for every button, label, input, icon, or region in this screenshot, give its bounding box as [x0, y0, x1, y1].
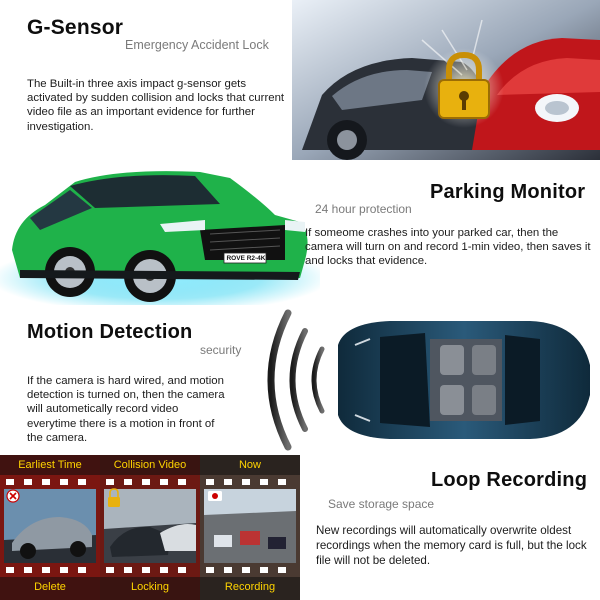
film-label-now: Now: [238, 459, 261, 471]
parking-subtitle: 24 hour protection: [315, 202, 412, 216]
parking-description: If someome crashes into your parked car,…: [305, 227, 591, 268]
parking-title: Parking Monitor: [430, 181, 586, 203]
record-icon: [208, 491, 222, 501]
gsensor-description: The Built-in three axis impact g-sensor …: [27, 78, 285, 133]
gsensor-title: G-Sensor: [27, 16, 124, 39]
gsensor-subtitle: Emergency Accident Lock: [125, 38, 269, 52]
car-crash-image: [292, 0, 600, 160]
motion-title: Motion Detection: [27, 321, 193, 343]
film-label-collision-video: Collision Video: [113, 459, 187, 471]
filmstrip-image: [0, 455, 300, 600]
motion-subtitle: security: [200, 343, 242, 357]
top-view-car-image: [267, 309, 590, 451]
motion-section: Motion Detection security If the camera …: [0, 305, 600, 455]
motion-description: If the camera is hard wired, and motion …: [27, 375, 225, 444]
parking-section: ROVE R2-4K Parking Monitor 24 hour prote…: [0, 160, 600, 305]
loop-section: Earliest Time Collision Video Now Delete…: [0, 455, 600, 600]
film-label-delete: Delete: [34, 581, 66, 593]
green-suv-image: [0, 171, 320, 305]
loop-title: Loop Recording: [431, 469, 588, 491]
loop-subtitle: Save storage space: [328, 497, 435, 511]
loop-description: New recordings will automatically overwr…: [316, 524, 587, 567]
motion-waves-icon: [267, 309, 325, 451]
film-label-recording: Recording: [224, 581, 276, 593]
license-plate: ROVE R2-4K: [226, 255, 266, 262]
delete-x-icon: [6, 489, 20, 503]
film-label-earliest-time: Earliest Time: [18, 459, 82, 471]
film-label-locking: Locking: [131, 581, 169, 593]
lock-icon: [438, 51, 490, 119]
gsensor-section: G-Sensor Emergency Accident Lock The Bui…: [0, 0, 600, 160]
lock-icon: [108, 488, 120, 507]
